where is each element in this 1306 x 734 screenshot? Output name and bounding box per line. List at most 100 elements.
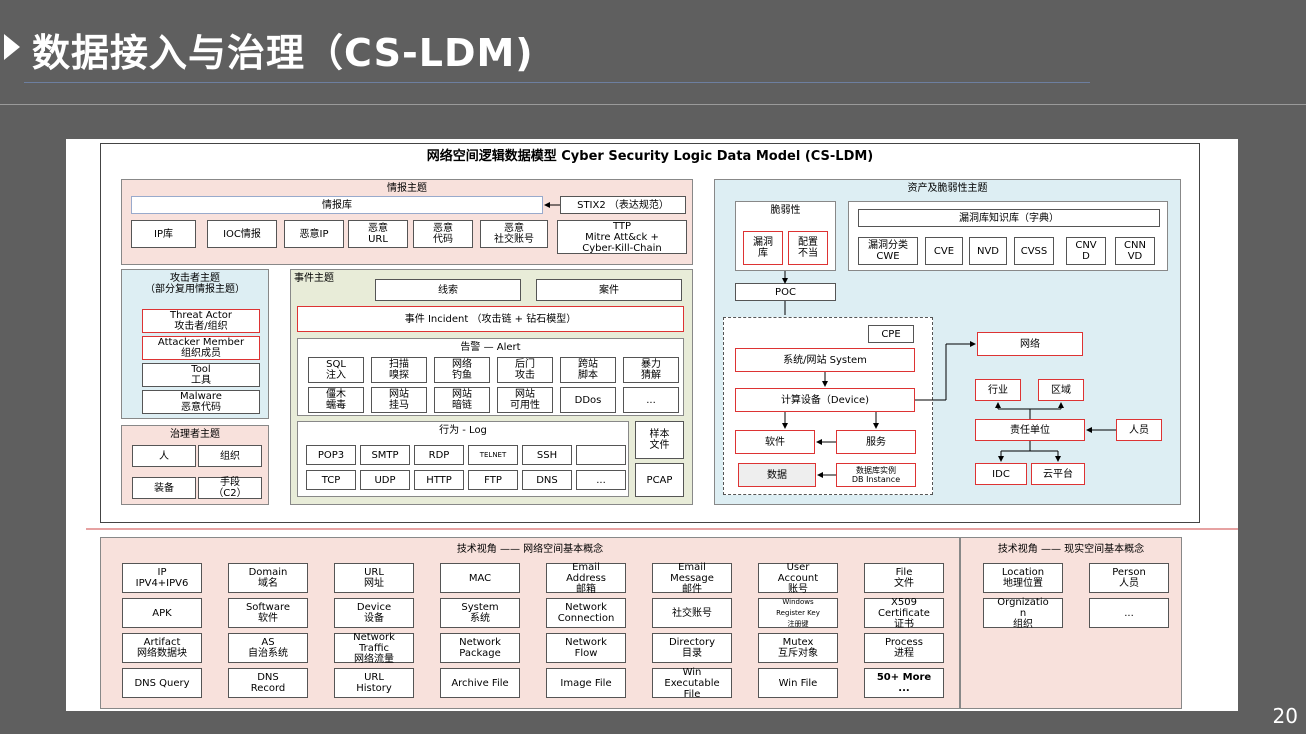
tech-concept-item: URL History: [334, 668, 414, 698]
sample-file-box: 样本 文件: [635, 421, 684, 459]
header-divider: [0, 104, 1306, 105]
tech-concept-item: 社交账号: [652, 598, 732, 628]
tech-concept-item: AS 自治系统: [228, 633, 308, 663]
intel-item: 恶意 代码: [413, 220, 473, 248]
intel-item: 恶意 社交账号: [480, 220, 548, 248]
real-concept-item: Person 人员: [1089, 563, 1169, 593]
kb-item: CNN VD: [1115, 237, 1155, 265]
tech-concept-item: Image File: [546, 668, 626, 698]
tech-concept-item: 50+ More ...: [864, 668, 944, 698]
alert-item: ...: [623, 387, 679, 413]
governor-item: 手段 （C2）: [198, 477, 262, 499]
governor-item: 装备: [132, 477, 196, 499]
intel-item: 恶意IP: [284, 220, 344, 248]
alert-item: 扫描 嗅探: [371, 357, 427, 383]
log-item: HTTP: [414, 470, 464, 490]
tech-concept-item: Network Flow: [546, 633, 626, 663]
idc-box: IDC: [975, 463, 1027, 485]
kb-item: CNV D: [1066, 237, 1106, 265]
tech-title: 技术视角 —— 网络空间基本概念: [456, 544, 604, 555]
intel-item: IOC情报: [207, 220, 277, 248]
tech-concept-item: Artifact 网络数据块: [122, 633, 202, 663]
alert-item: 网站 挂马: [371, 387, 427, 413]
tech-concept-item: Network Package: [440, 633, 520, 663]
page-number: 20: [1272, 704, 1298, 728]
log-item: TCP: [306, 470, 356, 490]
alert-item: DDos: [560, 387, 616, 413]
connector-lines: [86, 202, 1238, 530]
governor-item: 人: [132, 445, 196, 467]
real-concept-item: Location 地理位置: [983, 563, 1063, 593]
tech-concept-item: Domain 域名: [228, 563, 308, 593]
log-item: UDP: [360, 470, 410, 490]
vuln-library: 漏洞 库: [743, 231, 783, 265]
log-title: 行为 - Log: [439, 425, 487, 436]
case-box: 案件: [536, 279, 682, 301]
asset-title: 资产及脆弱性主题: [907, 183, 988, 194]
region-box: 区域: [1038, 379, 1084, 401]
alert-item: 暴力 猜解: [623, 357, 679, 383]
title-underline: [24, 82, 1090, 83]
kb-title: 漏洞库知识库（字典）: [858, 209, 1160, 227]
real-concept-item: Orgnizatio n 组织: [983, 597, 1063, 630]
tech-concept-item: Process 进程: [864, 633, 944, 663]
tech-concept-item: DNS Query: [122, 668, 202, 698]
tech-concept-item: Network Connection: [546, 598, 626, 628]
tech-concept-item: X509 Certificate 证书: [864, 597, 944, 630]
log-item: DNS: [522, 470, 572, 490]
slide-title: 数据接入与治理（CS-LDM): [32, 31, 534, 75]
tech-concept-item: File 文件: [864, 563, 944, 593]
tech-concept-item: Win File: [758, 668, 838, 698]
software-box: 软件: [735, 430, 815, 454]
device-box: 计算设备（Device): [735, 388, 915, 412]
governor-title: 治理者主题: [170, 429, 220, 440]
attacker-title: 攻击者主题 （部分复用情报主题）: [145, 273, 245, 295]
tech-concept-item: Mutex 互斥对象: [758, 633, 838, 663]
event-title: 事件主题: [294, 273, 334, 284]
log-item: RDP: [414, 445, 464, 465]
alert-title: 告警 — Alert: [460, 342, 521, 353]
log-item: SSH: [522, 445, 572, 465]
data-box: 数据: [738, 463, 816, 487]
tech-concept-item: IP IPV4+IPV6: [122, 563, 202, 593]
cloud-platform-box: 云平台: [1031, 463, 1085, 485]
cpe-box: CPE: [868, 325, 914, 343]
intel-item: 恶意 URL: [348, 220, 408, 248]
kb-item: CVE: [925, 237, 963, 265]
alert-item: 跨站 脚本: [560, 357, 616, 383]
tech-concept-item: Win Executable File: [652, 667, 732, 700]
alert-item: 后门 攻击: [497, 357, 553, 383]
title-arrow-icon: [4, 34, 20, 60]
intel-item: IP库: [131, 220, 196, 248]
tech-concept-item: Email Message 邮件: [652, 562, 732, 595]
misconfig-box: 配置 不当: [788, 231, 828, 265]
log-item: FTP: [468, 470, 518, 490]
incident-box: 事件 Incident （攻击链 + 钻石模型）: [297, 306, 684, 332]
intel-title: 情报主题: [387, 183, 427, 194]
db-instance-box: 数据库实例 DB Instance: [836, 463, 916, 487]
attacker-item: Threat Actor 攻击者/组织: [142, 309, 260, 333]
vuln-title: 脆弱性: [770, 205, 801, 216]
tech-concept-item: Software 软件: [228, 598, 308, 628]
kb-item: CVSS: [1014, 237, 1054, 265]
tech-concept-item: DNS Record: [228, 668, 308, 698]
tech-concept-item: Network Traffic 网络流量: [334, 632, 414, 665]
stix-box: STIX2 （表达规范）: [560, 196, 686, 214]
person-box: 人员: [1116, 419, 1162, 441]
tech-concept-item: Directory 目录: [652, 633, 732, 663]
diagram-title: 网络空间逻辑数据模型 Cyber Security Logic Data Mod…: [426, 149, 874, 164]
alert-item: SQL 注入: [308, 357, 364, 383]
service-box: 服务: [836, 430, 916, 454]
tech-concept-item: Device 设备: [334, 598, 414, 628]
tech-concept-item: APK: [122, 598, 202, 628]
real-concept-item: ...: [1089, 598, 1169, 628]
log-item: ...: [576, 470, 626, 490]
alert-item: 网站 暗链: [434, 387, 490, 413]
log-item: SMTP: [360, 445, 410, 465]
alert-item: 网络 钓鱼: [434, 357, 490, 383]
tech-concept-item: System 系统: [440, 598, 520, 628]
tech-concept-item: Windows Register Key 注册键: [758, 598, 838, 628]
ttp-box: TTP Mitre Att&ck + Cyber-Kill-Chain: [557, 220, 687, 254]
log-item: TELNET: [468, 445, 518, 465]
upper-frame: [100, 143, 1200, 523]
